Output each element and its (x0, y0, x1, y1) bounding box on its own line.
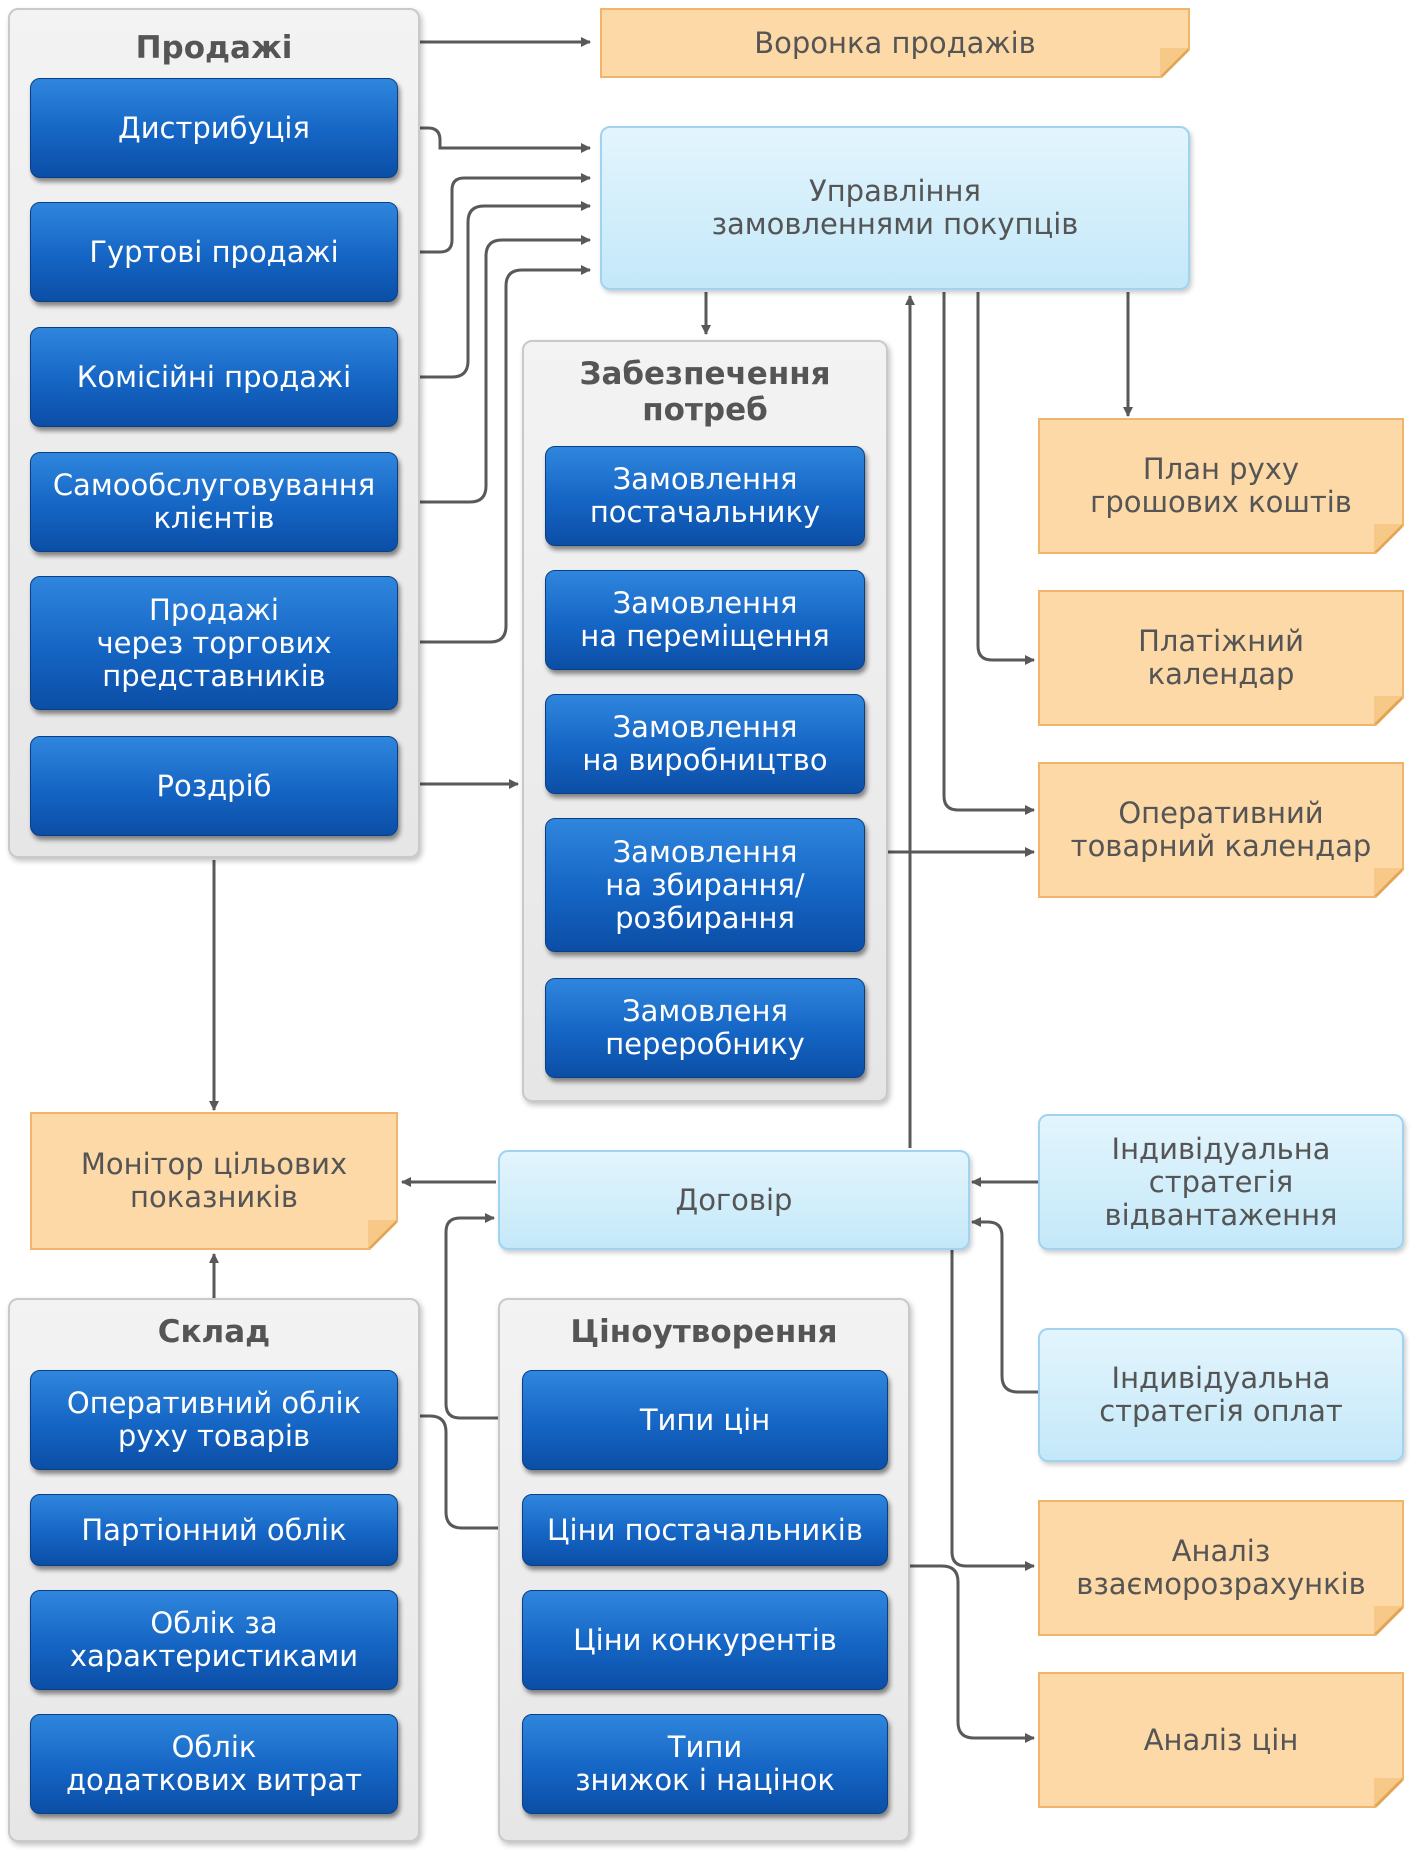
report-kpi-monitor-label: Монітор цільових показників (80, 1147, 348, 1214)
report-price-analysis-label: Аналіз цін (1143, 1722, 1299, 1757)
arrow-orders-to-paycal (976, 292, 1035, 665)
arrow-orders-to-goodscal (942, 292, 1035, 815)
module-wholesale[interactable]: Гуртові продажі (30, 202, 398, 302)
report-payment-calendar[interactable]: Платіжний календар (1038, 590, 1404, 726)
pricing-group-title: Ціноутворення (570, 1314, 838, 1350)
report-settlement-analysis-label: Аналіз взаєморозрахунків (1076, 1534, 1366, 1601)
module-sales-agents[interactable]: Продажі через торгових представників (30, 576, 398, 710)
warehouse-group-title: Склад (157, 1314, 271, 1350)
arrow-distribution-to-orders (398, 126, 591, 153)
report-cash-flow-plan[interactable]: План руху грошових коштів (1038, 418, 1404, 554)
shipment-strategy-box[interactable]: Індивідуальна стратегія відвантаження (1038, 1114, 1404, 1250)
report-price-analysis[interactable]: Аналіз цін (1038, 1672, 1404, 1808)
module-additional-costs[interactable]: Облік додаткових витрат (30, 1714, 398, 1814)
report-goods-calendar-label: Оперативний товарний календар (1070, 796, 1372, 863)
module-commission-sales[interactable]: Комісійні продажі (30, 327, 398, 427)
note-fold-icon (368, 1220, 396, 1248)
module-processor-order[interactable]: Замовленя переробнику (545, 978, 865, 1078)
sales-group-title: Продажі (135, 30, 293, 66)
report-kpi-monitor[interactable]: Монітор цільових показників (30, 1112, 398, 1250)
contract-box[interactable]: Договір (498, 1150, 970, 1250)
module-supplier-prices[interactable]: Ціни постачальників (522, 1494, 888, 1566)
supply-group-title: Забезпечення потреб (579, 356, 831, 428)
module-self-service[interactable]: Самообслуговування клієнтів (30, 452, 398, 552)
note-fold-icon (1374, 524, 1402, 552)
module-competitor-prices[interactable]: Ціни конкурентів (522, 1590, 888, 1690)
report-sales-funnel-label: Воронка продажів (754, 25, 1036, 60)
note-fold-icon (1374, 1606, 1402, 1634)
payment-strategy-box[interactable]: Індивідуальна стратегія оплат (1038, 1328, 1404, 1462)
module-discount-types[interactable]: Типи знижок і націнок (522, 1714, 888, 1814)
module-distribution[interactable]: Дистрибуція (30, 78, 398, 178)
module-stock-movement[interactable]: Оперативний облік руху товарів (30, 1370, 398, 1470)
module-transfer-order[interactable]: Замовлення на переміщення (545, 570, 865, 670)
module-retail[interactable]: Роздріб (30, 736, 398, 836)
report-cash-flow-plan-label: План руху грошових коштів (1090, 452, 1352, 519)
note-fold-icon (1374, 696, 1402, 724)
module-assembly-order[interactable]: Замовлення на збирання/ розбирання (545, 818, 865, 952)
arrow-contract-to-settlement (950, 1246, 1035, 1571)
arrow-wholesale-to-orders (398, 173, 591, 254)
module-production-order[interactable]: Замовлення на виробництво (545, 694, 865, 794)
report-settlement-analysis[interactable]: Аналіз взаєморозрахунків (1038, 1500, 1404, 1636)
order-management-box[interactable]: Управління замовленнями покупців (600, 126, 1190, 290)
arrow-payment-to-contract (971, 1217, 1038, 1394)
report-sales-funnel[interactable]: Воронка продажів (600, 8, 1190, 78)
report-payment-calendar-label: Платіжний календар (1138, 624, 1304, 691)
note-fold-icon (1374, 1778, 1402, 1806)
module-price-types[interactable]: Типи цін (522, 1370, 888, 1470)
report-goods-calendar[interactable]: Оперативний товарний календар (1038, 762, 1404, 898)
module-batch-accounting[interactable]: Партіонний облік (30, 1494, 398, 1566)
module-supplier-order[interactable]: Замовлення постачальнику (545, 446, 865, 546)
note-fold-icon (1160, 48, 1188, 76)
module-characteristics-accounting[interactable]: Облік за характеристиками (30, 1590, 398, 1690)
note-fold-icon (1374, 868, 1402, 896)
arrow-pricing-to-priceanalysis (910, 1564, 1035, 1743)
